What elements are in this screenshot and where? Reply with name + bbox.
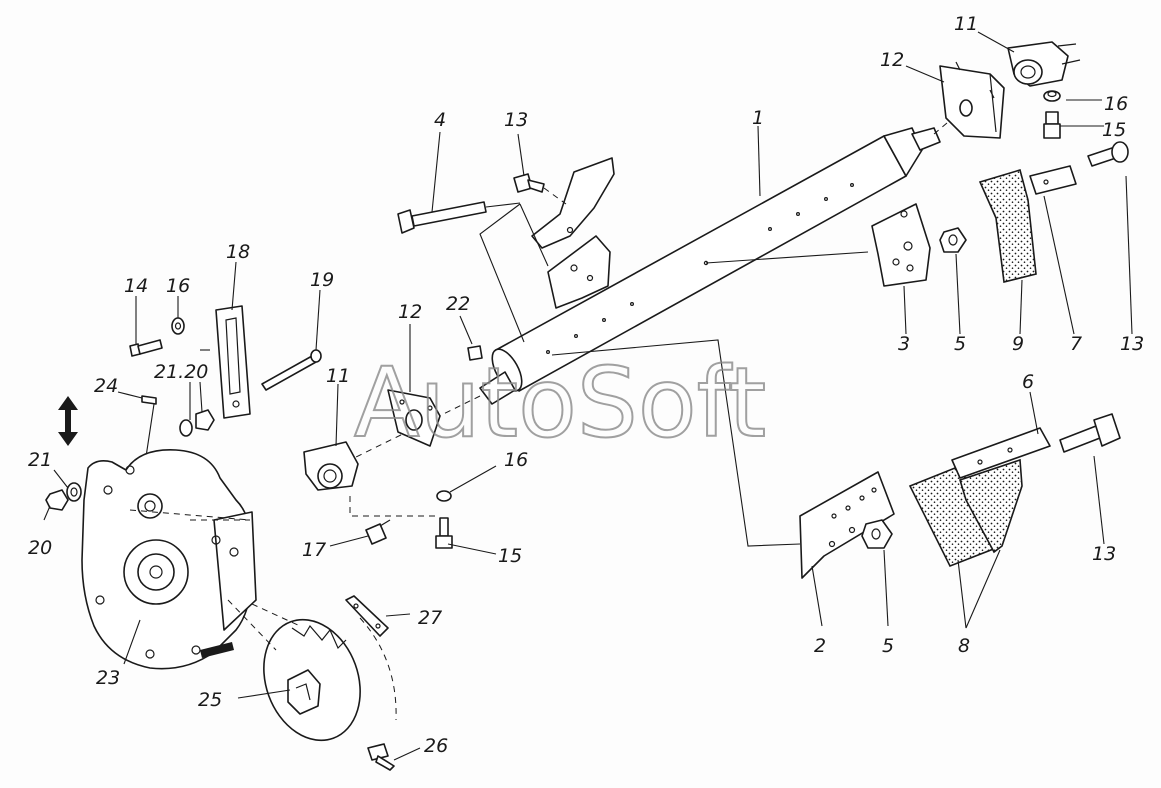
block-12-top — [939, 61, 1005, 139]
strip-7 — [1029, 165, 1077, 195]
callout-6: 6 — [1022, 371, 1034, 393]
slotted-plate-18 — [215, 305, 251, 419]
screw-13-right-top — [1087, 141, 1129, 167]
callout-5-upper: 5 — [954, 333, 966, 355]
clamp-2 — [799, 471, 895, 579]
callout-11-top: 11 — [954, 13, 978, 35]
callout-13-right: 13 — [1120, 333, 1144, 355]
washer-21-mid — [179, 419, 193, 437]
leader-lines — [43, 31, 1133, 761]
callout-13-upper: 13 — [504, 109, 528, 131]
callout-14: 14 — [124, 275, 148, 297]
nut-5-upper — [939, 227, 967, 253]
callout-2: 2 — [814, 635, 826, 657]
strip-6 — [951, 427, 1051, 479]
callout-3: 3 — [898, 333, 910, 355]
felt-8 — [908, 458, 1023, 568]
bolt-15-top — [1043, 111, 1061, 139]
callout-24: 24 — [94, 375, 118, 397]
washer-16-left — [436, 490, 452, 502]
double-arrow-icon — [58, 396, 78, 446]
callout-12-top: 12 — [880, 49, 904, 71]
screw-13-upper — [513, 173, 567, 205]
washer-16-small — [171, 317, 185, 335]
bolt-14 — [129, 339, 163, 357]
pin-22 — [467, 345, 483, 361]
spring-27 — [345, 595, 389, 637]
cam-disc-25 — [263, 617, 397, 742]
callout-8: 8 — [958, 635, 970, 657]
callout-19: 19 — [310, 269, 334, 291]
nut-5-lower — [861, 519, 893, 549]
callout-25: 25 — [198, 689, 222, 711]
pillow-block-11-left — [303, 441, 359, 491]
watermark-text: AutoSoft — [354, 347, 766, 459]
callout-15-left: 15 — [498, 545, 522, 567]
gearbox-housing-23 — [81, 449, 257, 670]
upper-bracket — [531, 157, 615, 309]
bolt-13-lower — [1059, 413, 1121, 453]
callout-16-small: 16 — [166, 275, 190, 297]
key-24 — [141, 395, 157, 405]
main-shaft — [349, 111, 961, 461]
callout-18: 18 — [226, 241, 250, 263]
clip-17 — [365, 519, 391, 545]
callout-15-top: 15 — [1102, 119, 1126, 141]
callout-17: 17 — [302, 539, 326, 561]
callout-22: 22 — [446, 293, 470, 315]
nut-20-left — [45, 489, 69, 511]
callout-4: 4 — [434, 109, 446, 131]
callout-23: 23 — [96, 667, 120, 689]
callout-7: 7 — [1070, 333, 1082, 355]
bolt-15-left — [435, 517, 453, 549]
callout-labels: 1 2 3 4 5 5 6 7 8 9 11 11 12 12 13 13 13… — [28, 13, 1144, 757]
felt-9 — [978, 168, 1037, 283]
callout-12-left: 12 — [398, 301, 422, 323]
callout-26: 26 — [424, 735, 448, 757]
callout-27: 27 — [418, 607, 442, 629]
nut-20-mid — [195, 409, 215, 431]
pillow-block-11-top — [1007, 41, 1081, 87]
clamp-3 — [705, 203, 931, 287]
callout-13-lower: 13 — [1092, 543, 1116, 565]
screw-26 — [367, 743, 395, 771]
washer-21-left — [66, 482, 82, 502]
block-12-left — [387, 389, 441, 447]
bolt-19 — [261, 349, 322, 391]
callout-16-left: 16 — [504, 449, 528, 471]
callout-21-20: 21.20 — [154, 361, 208, 383]
callout-5-lower: 5 — [882, 635, 894, 657]
callout-9: 9 — [1012, 333, 1024, 355]
callout-11-left: 11 — [326, 365, 350, 387]
callout-1: 1 — [752, 107, 764, 129]
callout-20: 20 — [28, 537, 52, 559]
bolt-4 — [397, 201, 521, 234]
callout-16-top: 16 — [1104, 93, 1128, 115]
nut-16-top — [1043, 90, 1061, 102]
callout-21: 21 — [28, 449, 52, 471]
